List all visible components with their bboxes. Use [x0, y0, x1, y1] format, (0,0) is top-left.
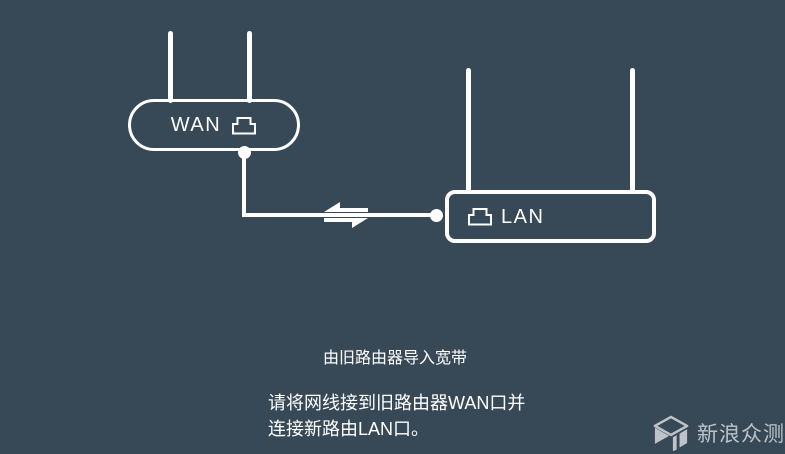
- new-router-antenna-right: [630, 68, 635, 192]
- cable-end-dot: [430, 209, 443, 222]
- instruction-body-line1: 请将网线接到旧路由器WAN口并: [268, 393, 526, 413]
- watermark: 新浪众测: [652, 415, 785, 451]
- new-router: LAN: [445, 190, 656, 243]
- instruction-body-line2: 连接新路由LAN口。: [268, 419, 430, 439]
- old-router: WAN: [128, 99, 300, 151]
- old-router-label: WAN: [170, 114, 222, 136]
- old-router-antenna-left: [168, 31, 173, 103]
- cable-horizontal-segment: [242, 213, 439, 217]
- instruction-title: 由旧路由器导入宽带: [322, 350, 467, 367]
- ethernet-port-icon: [231, 116, 257, 135]
- old-router-antenna-right: [247, 31, 252, 103]
- new-router-antenna-left: [466, 68, 471, 192]
- new-router-label: LAN: [501, 205, 545, 228]
- transfer-arrows-icon: [324, 202, 368, 233]
- instruction-body: 请将网线接到旧路由器WAN口并 连接新路由LAN口。: [268, 390, 525, 442]
- cube-logo-icon: [652, 415, 690, 451]
- cable-vertical-segment: [242, 152, 246, 217]
- ethernet-port-icon: [467, 207, 493, 226]
- watermark-text: 新浪众测: [697, 423, 785, 446]
